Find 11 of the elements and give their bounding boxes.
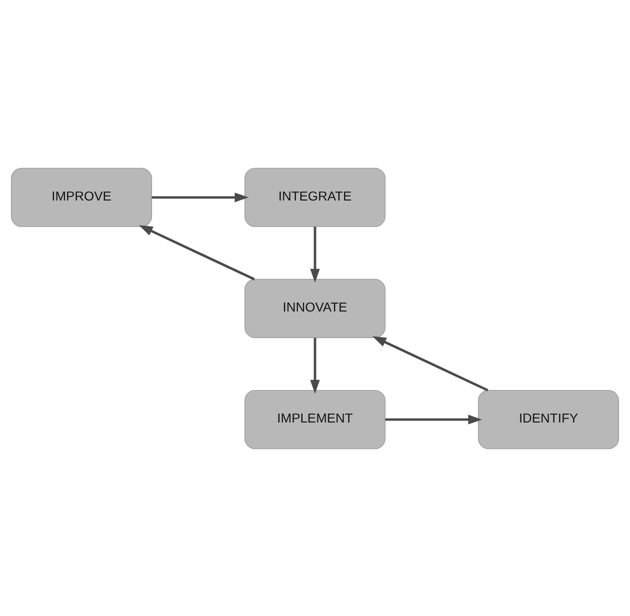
arrow: [385, 414, 482, 424]
arrow: [310, 226, 320, 282]
arrow: [138, 224, 255, 280]
node-box: INTEGRATE: [244, 167, 386, 227]
node-box: IMPROVE: [10, 167, 152, 227]
arrow: [152, 192, 249, 202]
node-box: INNOVATE: [244, 278, 386, 338]
node-box: IDENTIFY: [478, 389, 620, 449]
arrow: [372, 336, 488, 391]
arrow: [310, 337, 320, 394]
node-box: IMPLEMENT: [244, 389, 386, 449]
